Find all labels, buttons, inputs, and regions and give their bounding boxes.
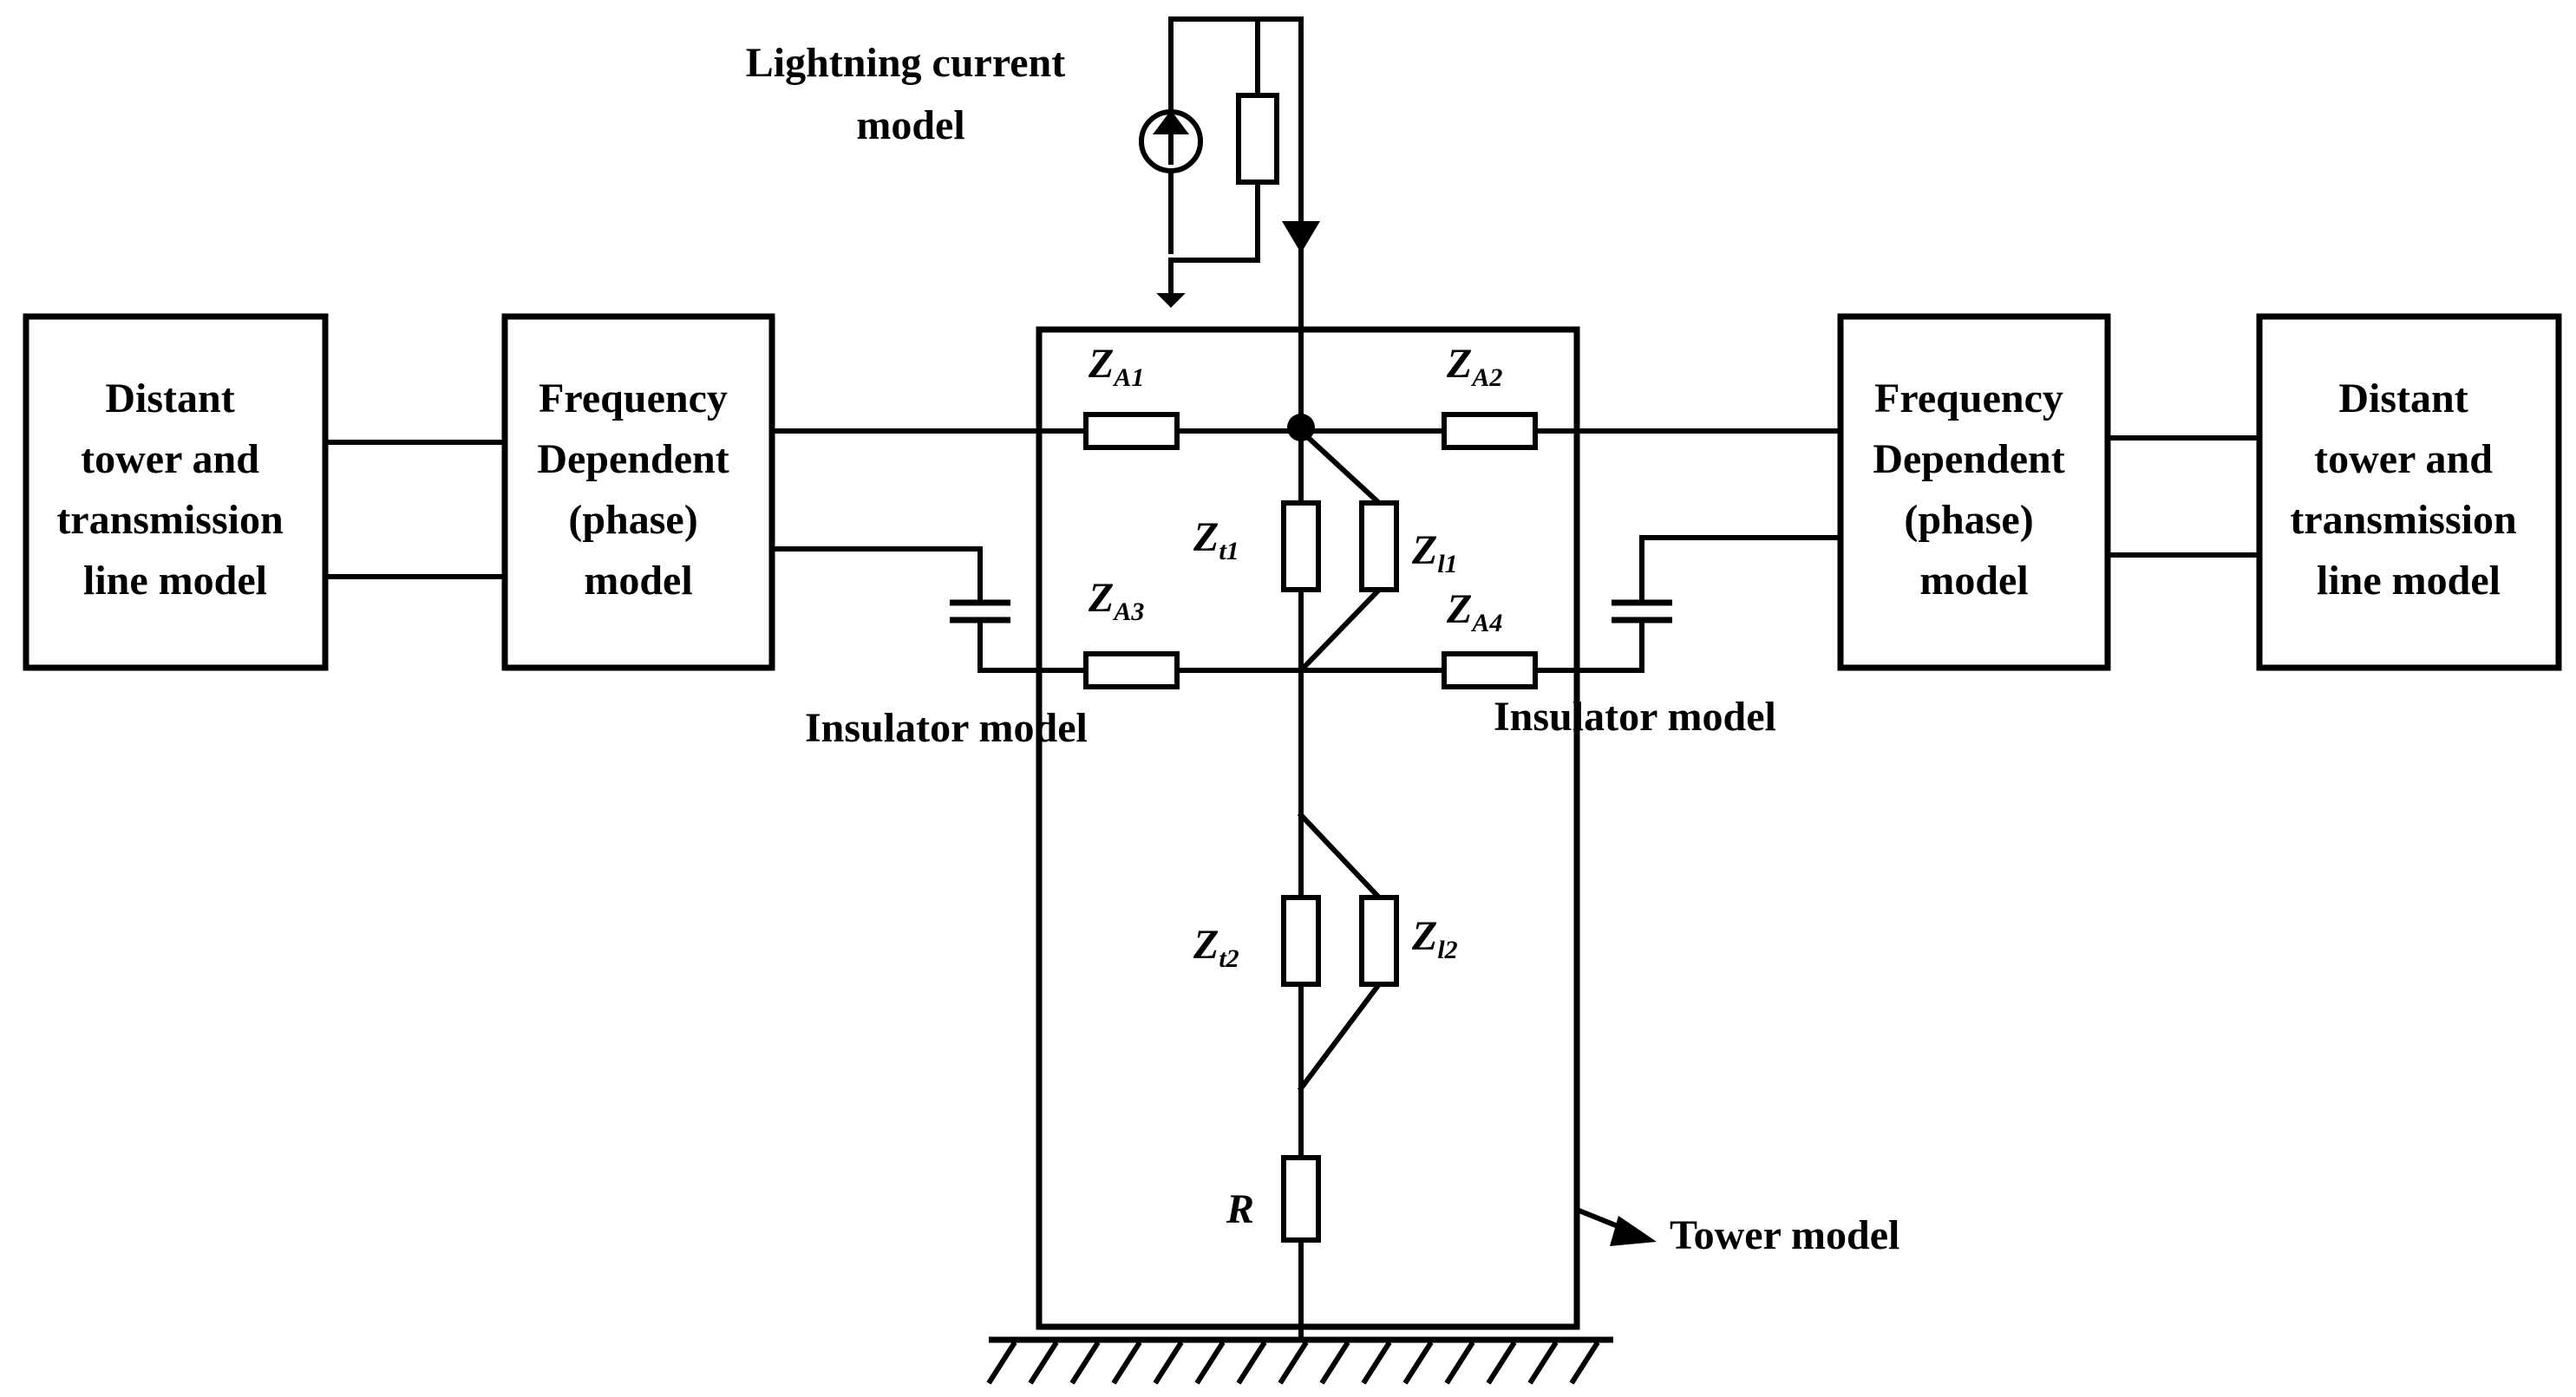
zl1-resistor (1359, 500, 1399, 592)
zl2-resistor (1359, 895, 1399, 987)
zl2-label: Zl2 (1411, 913, 1458, 964)
source-ground-icon (1156, 293, 1186, 308)
right-frequency-dependent-box (1837, 313, 2111, 671)
insulator-right-icon (1612, 599, 1672, 623)
za1-resistor (1083, 412, 1180, 450)
za3-label: ZA3 (1088, 575, 1144, 626)
injection-arrow-icon (1282, 221, 1320, 253)
za4-label: ZA4 (1446, 586, 1502, 637)
current-arrow-icon (1153, 110, 1189, 165)
left-distant-tower-box (23, 313, 329, 671)
r-label: R (1226, 1186, 1254, 1232)
left-distant-label: Distant tower and transmission line mode… (56, 375, 293, 604)
za4-resistor (1442, 651, 1538, 689)
tower-pointer-arrow (1575, 1207, 1657, 1246)
left-fd-label: Frequency Dependent (phase) model (537, 375, 739, 604)
junction-node (1287, 414, 1315, 441)
right-distant-tower-box (2256, 313, 2562, 671)
tower-model-box (1036, 326, 1580, 1330)
zl1-label: Zl1 (1411, 527, 1458, 578)
insulator-left-label: Insulator model (805, 705, 1088, 751)
za2-resistor (1442, 412, 1538, 450)
lightning-source-resistor (1236, 93, 1279, 185)
zt1-resistor (1281, 500, 1321, 592)
za2-label: ZA2 (1446, 341, 1502, 392)
zt2-resistor (1281, 895, 1321, 987)
r-resistor (1281, 1155, 1321, 1243)
lightning-current-label: Lightning current model (746, 40, 1076, 148)
zt2-label: Zt2 (1193, 922, 1239, 973)
ground-symbol (986, 1336, 1613, 1385)
insulator-right-label: Insulator model (1494, 694, 1776, 740)
lightning-current-source (1139, 16, 1320, 428)
zt1-label: Zt1 (1193, 514, 1239, 565)
za1-label: ZA1 (1088, 341, 1144, 392)
tower-circuit (1287, 414, 1383, 1342)
insulator-left-icon (950, 599, 1010, 623)
left-frequency-dependent-box (501, 313, 775, 671)
tower-model-label: Tower model (1670, 1212, 1899, 1258)
right-distant-label: Distant tower and transmission line mode… (2290, 375, 2527, 604)
right-fd-label: Frequency Dependent (phase) model (1873, 375, 2075, 604)
za3-resistor (1083, 651, 1180, 689)
